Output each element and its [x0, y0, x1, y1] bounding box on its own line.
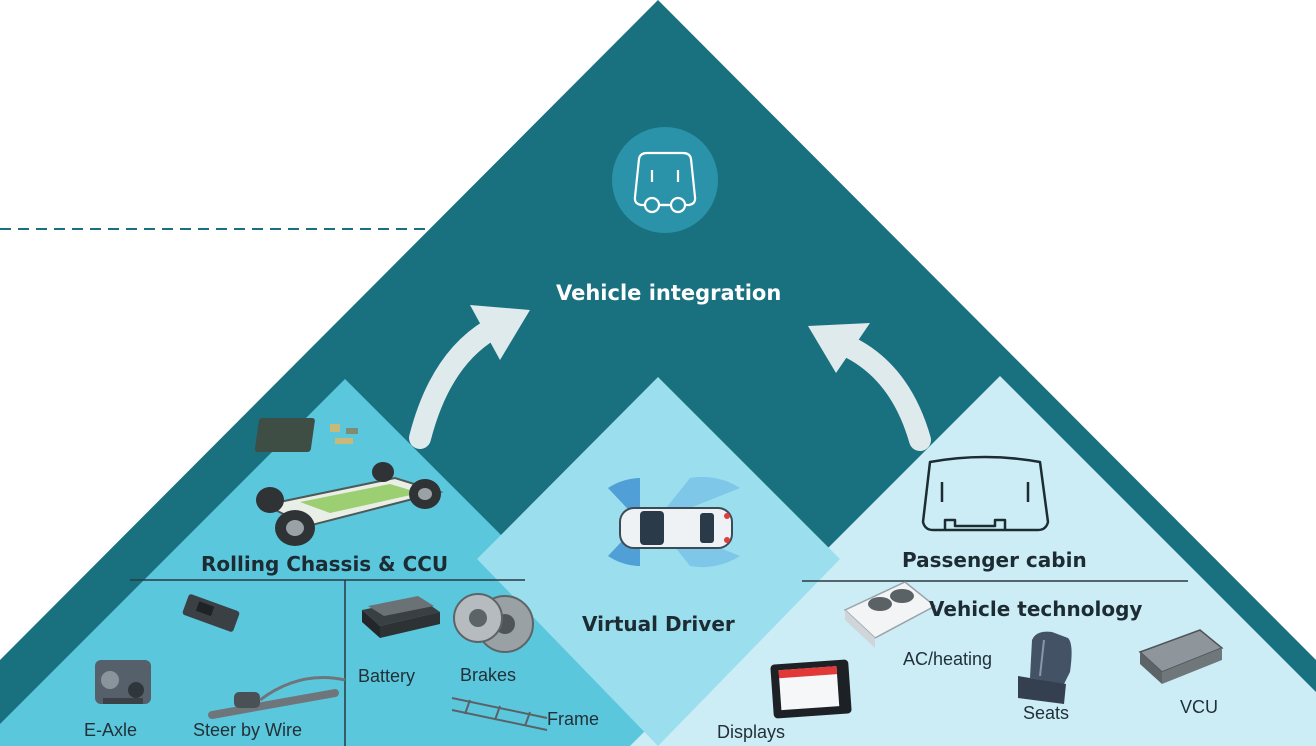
vcu-image [1138, 629, 1224, 684]
right-arrow [808, 323, 931, 451]
vehicle-technology-subtitle: Vehicle technology [929, 597, 1143, 621]
center-section [477, 377, 840, 746]
virtual-driver-title: Virtual Driver [582, 612, 735, 636]
left-section [0, 379, 712, 746]
item-brakes: Brakes [460, 665, 517, 685]
item-ac-heating: AC/heating [903, 649, 993, 669]
item-displays: Displays [717, 722, 786, 742]
item-e-axle: E-Axle [84, 720, 138, 740]
vehicle-integration-label: Vehicle integration [556, 281, 782, 305]
item-vcu: VCU [1180, 697, 1219, 717]
seats-image [1018, 631, 1072, 704]
steering-unit-image [182, 594, 240, 632]
cabin-icon [921, 455, 1050, 532]
steer-by-wire-image [208, 676, 346, 719]
ac-heating-image [843, 581, 937, 648]
e-axle-image [95, 660, 151, 704]
rolling-chassis-image [256, 462, 444, 546]
vehicle-icon [633, 151, 697, 214]
item-frame: Frame [547, 709, 600, 729]
left-arrow [409, 305, 530, 449]
item-seats: Seats [1023, 703, 1070, 723]
battery-image [362, 596, 440, 638]
vehicle-icon-circle [612, 127, 718, 233]
virtual-driver-image [608, 476, 740, 568]
brakes-image [453, 593, 534, 653]
item-steer-by-wire: Steer by Wire [193, 720, 303, 740]
rolling-chassis-title: Rolling Chassis & CCU [201, 552, 449, 576]
control-unit-image [254, 418, 358, 452]
displays-image [770, 659, 852, 719]
passenger-cabin-title: Passenger cabin [902, 548, 1087, 572]
item-battery: Battery [358, 666, 416, 686]
frame-image [451, 697, 548, 731]
